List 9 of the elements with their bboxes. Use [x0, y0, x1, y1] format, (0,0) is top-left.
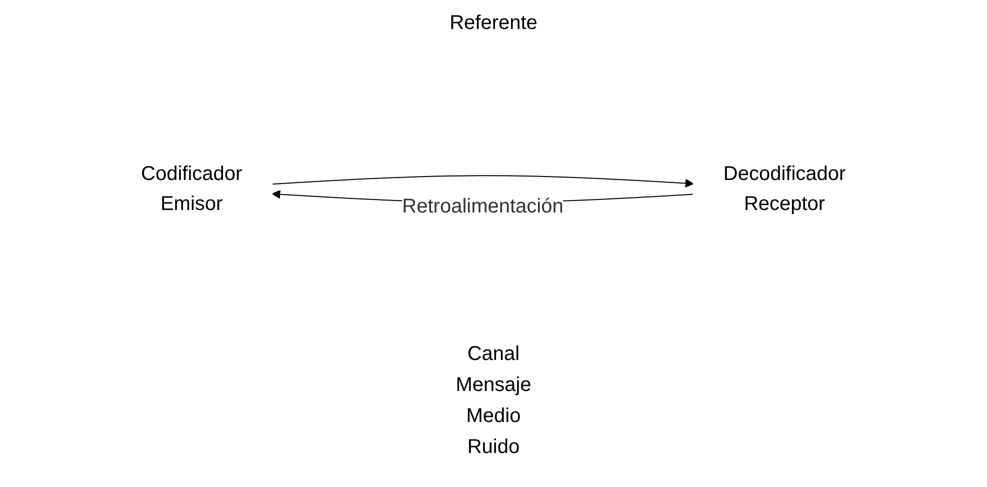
- text-label: Referente: [450, 12, 538, 35]
- node-text: Decodificador Receptor: [724, 163, 846, 215]
- text-label: Mensaje: [456, 374, 532, 397]
- node-text: Codificador Emisor: [141, 163, 242, 215]
- edge-label: Retroalimentación: [402, 196, 564, 218]
- arrow: [272, 175, 694, 188]
- text-label: Canal: [467, 343, 520, 366]
- text-label: Ruido: [467, 436, 520, 459]
- text-label: Medio: [466, 405, 521, 428]
